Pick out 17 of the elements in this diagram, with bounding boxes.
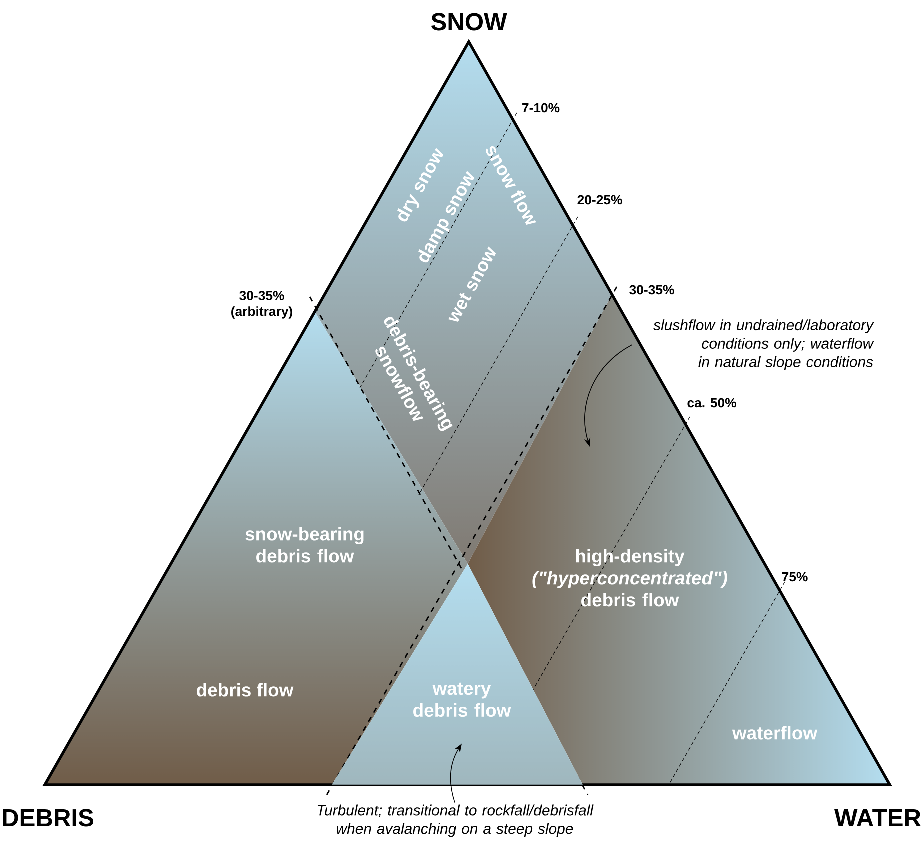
region-label: waterflow bbox=[732, 726, 818, 740]
note-text: slushflow in undrained/laboratory conditions only; waterflow in natural slope conditions bbox=[654, 320, 874, 370]
region-label: high-density ("hyperconcentrated") debris flow bbox=[532, 549, 728, 607]
percentage-label: 7-10% bbox=[522, 103, 560, 113]
percentage-label: 30-35% (arbitrary) bbox=[232, 291, 292, 319]
percentage-label: 20-25% bbox=[578, 195, 622, 205]
region-label: watery debris flow bbox=[414, 682, 512, 718]
corner-label: DEBRIS bbox=[3, 809, 94, 827]
region-label: snow flow bbox=[486, 146, 536, 225]
corner-label: WATER bbox=[834, 810, 921, 826]
note-text: Turbulent; transitional to rockfall/debrisfall when avalanching on a steep slope bbox=[318, 804, 594, 838]
percentage-label: 75% bbox=[782, 572, 808, 582]
corner-label: SNOW bbox=[431, 13, 508, 31]
region-label: debris flow bbox=[197, 683, 294, 697]
percentage-label: 30-35% bbox=[630, 285, 674, 295]
region-label: snow-bearing debris flow bbox=[246, 527, 364, 563]
percentage-label: ca. 50% bbox=[688, 398, 736, 408]
